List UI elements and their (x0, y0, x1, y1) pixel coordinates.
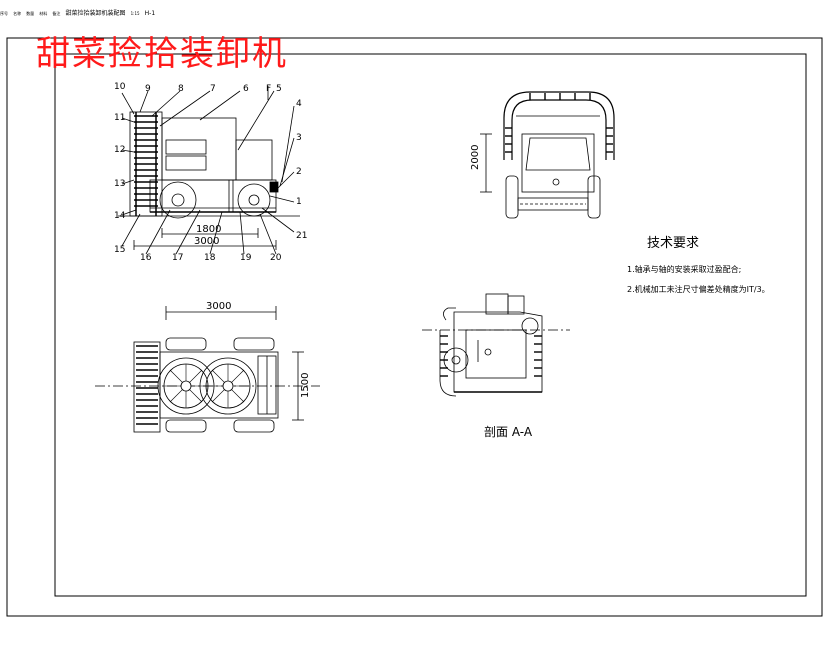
balloon-16: 16 (140, 253, 152, 263)
balloon-5: 5 (276, 84, 282, 94)
tb-scale: 1:15 (130, 11, 140, 16)
tb-header-name: 名称 (13, 11, 22, 16)
balloon-11: 11 (114, 113, 125, 123)
drawing-title: 甜菜捡拾装卸机 (36, 34, 288, 74)
side-dim-3000: 3000 (194, 236, 219, 247)
balloon-17: 17 (172, 253, 183, 263)
balloon-14: 14 (114, 211, 126, 221)
tb-header-remark: 备注 (52, 11, 61, 16)
balloon-6: 6 (243, 84, 249, 94)
tech-requirements-title: 技术要求 (647, 236, 700, 251)
balloon-15: 15 (114, 245, 125, 255)
balloon-3: 3 (296, 133, 302, 143)
tb-header-no: 序号 (0, 11, 8, 16)
tech-requirement-2: 2.机械加工未注尺寸偏差处精度为IT/3。 (627, 285, 770, 294)
balloon-1: 1 (296, 197, 302, 207)
side-view-balloons: 1 2 3 4 5 6 7 8 9 10 11 12 13 14 15 16 1… (114, 82, 307, 263)
balloon-21: 21 (296, 231, 307, 241)
front-dim-height: 2000 (470, 145, 481, 170)
balloon-13: 13 (114, 179, 125, 189)
tb-header-qty: 数量 (26, 11, 35, 16)
balloon-9: 9 (145, 84, 151, 94)
top-view (95, 306, 320, 433)
top-dim-width: 1500 (300, 373, 311, 398)
top-dim-length: 3000 (206, 301, 231, 312)
balloon-7: 7 (210, 84, 216, 94)
side-dim-1800: 1800 (196, 224, 221, 235)
balloon-2: 2 (296, 167, 302, 177)
balloon-12: 12 (114, 145, 125, 155)
tech-requirement-1: 1.轴承与轴的安装采取过盈配合; (627, 265, 742, 274)
section-label: 剖面 A-A (484, 425, 533, 439)
balloon-19: 19 (240, 253, 252, 263)
tb-header-material: 材料 (39, 11, 48, 16)
balloon-10: 10 (114, 82, 126, 92)
inner-border (54, 53, 807, 597)
side-view (118, 86, 300, 255)
tb-drawing-name: 甜菜捡拾装卸机装配图 (65, 10, 126, 17)
section-a-a (422, 293, 570, 397)
tb-drawing-no: H-1 (144, 10, 156, 17)
balloon-18: 18 (204, 253, 216, 263)
balloon-F: F (266, 84, 271, 94)
balloon-8: 8 (178, 84, 184, 94)
outer-border (6, 37, 823, 617)
front-view (480, 91, 615, 219)
balloon-4: 4 (296, 99, 302, 109)
balloon-20: 20 (270, 253, 282, 263)
